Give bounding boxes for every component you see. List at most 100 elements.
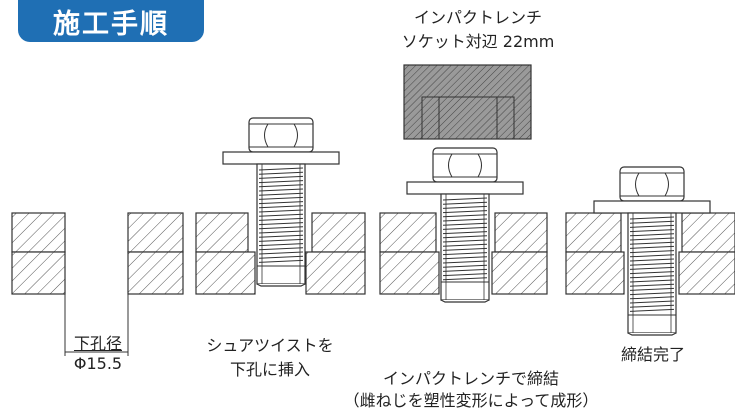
bolt-thread-line — [442, 268, 488, 272]
complete-caption: 締結完了 — [598, 345, 708, 365]
bolt-thread-line — [442, 243, 488, 247]
tool-caption: インパクトレンチ ソケット対辺 22mm — [378, 8, 578, 52]
bolt-thread-line — [258, 217, 304, 221]
bolt-thread-line — [258, 230, 304, 234]
bolt-thread-line — [442, 260, 488, 264]
bolt-tip — [627, 332, 677, 336]
bolt-thread-line — [258, 251, 304, 255]
tool-name: インパクトレンチ — [413, 8, 542, 27]
lower-plate-right — [491, 251, 548, 295]
bolt-flange — [406, 181, 524, 195]
socket-cavity — [421, 96, 515, 140]
bolt-thread-line — [442, 201, 488, 205]
bolt-thread-line — [442, 273, 488, 277]
bolt-thread-line — [629, 237, 675, 241]
bolt-thread-line — [629, 287, 675, 291]
bolt-thread-line — [258, 209, 304, 213]
complete-label: 締結完了 — [620, 345, 685, 364]
bolt-thread-line — [258, 243, 304, 247]
bolt-thread-line — [442, 264, 488, 268]
lower-plate-right — [678, 251, 735, 295]
bolt-flange — [222, 151, 340, 165]
tool-socket-size: ソケット対辺 22mm — [401, 32, 555, 51]
panel-pilot-hole — [11, 212, 184, 356]
tighten-line-1: インパクトレンチで締結 — [382, 369, 559, 388]
bolt-hex-face — [448, 153, 482, 178]
bolt-thread-line — [258, 259, 304, 263]
bolt-thread-line — [442, 218, 488, 222]
bolt-thread-line — [629, 220, 675, 224]
insert-line-2: 下孔に挿入 — [229, 360, 310, 379]
bolt-thread-line — [258, 188, 304, 192]
bolt-thread-line — [442, 235, 488, 239]
upper-plate-right — [311, 212, 366, 253]
lower-plate-left — [565, 251, 625, 295]
bolt-thread-line — [258, 175, 304, 179]
pilot-hole-caption: 下孔径 Φ15.5 — [56, 334, 140, 374]
bolt-thread-line — [629, 271, 675, 275]
lower-plate-left — [195, 251, 256, 295]
bolt-thread-line — [629, 296, 675, 300]
bolt-shank — [440, 193, 490, 301]
bolt-thread-line — [442, 197, 488, 201]
bolt-thread-line — [442, 277, 488, 281]
bolt-thread-line — [629, 266, 675, 270]
bolt-thread-line — [258, 192, 304, 196]
insert-line-1: シュアツイストを — [206, 336, 334, 355]
bolt-thread-line — [258, 201, 304, 205]
lower-plate-right — [127, 251, 184, 295]
bolt-thread-line — [629, 258, 675, 262]
bolt-thread-line — [442, 222, 488, 226]
section-title-badge: 施工手順 — [18, 0, 204, 42]
upper-plate-right — [127, 212, 184, 253]
bolt-thread-line — [442, 239, 488, 243]
tighten-caption: インパクトレンチで締結 （雌ねじを塑性変形によって成形） — [318, 369, 624, 411]
bolt-thread-line — [629, 300, 675, 304]
insert-caption: シュアツイストを 下孔に挿入 — [170, 336, 370, 380]
tighten-line-2: （雌ねじを塑性変形によって成形） — [343, 391, 599, 410]
bolt-thread-line — [258, 180, 304, 184]
bolt-thread-line — [442, 247, 488, 251]
upper-plate-left — [565, 212, 622, 253]
bolt-thread-line — [629, 254, 675, 258]
bolt-thread-line — [629, 275, 675, 279]
bolt — [406, 147, 524, 303]
bolt-thread-line — [442, 210, 488, 214]
bolt-thread-line — [258, 213, 304, 217]
lower-plate-right — [305, 251, 366, 295]
bolt-thread-line — [258, 226, 304, 230]
bolt-thread-line — [442, 214, 488, 218]
pilot-hole-label: 下孔径 — [73, 334, 122, 353]
bolt-thread-line — [258, 222, 304, 226]
panel-complete — [565, 166, 735, 336]
bolt-thread-line — [629, 308, 675, 312]
bolt-thread-line — [258, 247, 304, 251]
bolt-thread-line — [629, 216, 675, 220]
bolt-thread-line — [258, 234, 304, 238]
bolt-hex-face — [635, 172, 669, 197]
bolt-thread-line — [258, 255, 304, 259]
bolt-thread-line — [258, 167, 304, 171]
bolt-tip — [440, 299, 490, 303]
bolt-flange — [593, 200, 711, 214]
bolt-thread-line — [629, 245, 675, 249]
bolt-thread-line — [629, 250, 675, 254]
bolt-thread-line — [629, 229, 675, 233]
bolt-thread-line — [442, 226, 488, 230]
bolt — [222, 117, 340, 287]
bolt-thread-line — [629, 262, 675, 266]
bolt-hex-face — [264, 123, 298, 148]
bolt-thread-line — [629, 233, 675, 237]
bolt-thread-line — [258, 196, 304, 200]
bolt-thread-line — [258, 238, 304, 242]
bolt-thread-line — [442, 205, 488, 209]
lower-plate-left — [11, 251, 66, 295]
bolt-thread-line — [258, 171, 304, 175]
bolt — [593, 166, 711, 336]
lower-plate-left — [379, 251, 440, 295]
upper-plate-left — [11, 212, 66, 253]
upper-plate-right — [494, 212, 548, 253]
impact-socket — [403, 64, 532, 140]
panel-tighten — [379, 64, 548, 303]
